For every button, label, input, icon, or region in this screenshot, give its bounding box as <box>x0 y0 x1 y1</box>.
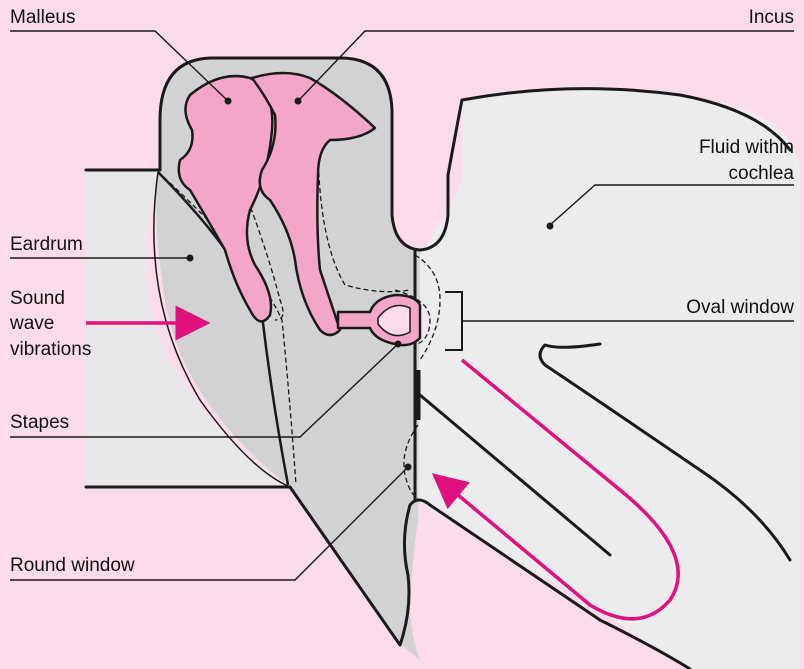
sound-label-line2: wave <box>10 312 54 336</box>
malleus-dot <box>225 98 232 105</box>
sound-label-line3: vibrations <box>10 338 91 362</box>
stapes-dot <box>395 341 402 348</box>
incus-label: Incus <box>749 6 794 30</box>
fluid-label-line2: cochlea <box>729 162 795 186</box>
eardrum-label: Eardrum <box>10 233 83 257</box>
stapes-label: Stapes <box>10 411 69 435</box>
fluid-label-line1: Fluid within <box>699 136 794 160</box>
incus-dot <box>295 98 302 105</box>
round-window-dot <box>405 464 412 471</box>
sound-label-line1: Sound <box>10 287 65 311</box>
oval-window-label: Oval window <box>686 296 794 320</box>
malleus-label: Malleus <box>10 6 75 30</box>
eardrum-dot <box>187 255 194 262</box>
round-window-label: Round window <box>10 554 135 578</box>
fluid-dot <box>547 223 554 230</box>
